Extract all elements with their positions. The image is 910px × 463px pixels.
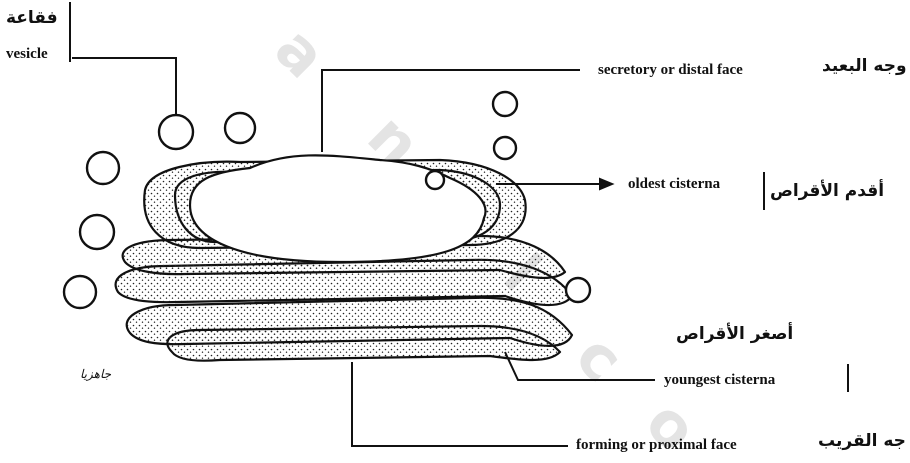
- vesicle: [159, 115, 193, 149]
- youngest-cisterna-label-arabic: أصغر الأقراص: [676, 326, 793, 343]
- proximal-face-label: forming or proximal face: [576, 438, 737, 453]
- vesicle: [87, 152, 119, 184]
- vesicle-leader: [72, 58, 176, 115]
- golgi-stack: [116, 155, 572, 360]
- vesicle: [566, 278, 590, 302]
- proximal-face-leader: [352, 362, 568, 446]
- distal-face-leader: [322, 70, 580, 152]
- vesicle: [80, 215, 114, 249]
- svg-text:c: c: [562, 321, 637, 396]
- artist-signature: جاهزيا: [80, 368, 111, 380]
- distal-face-label-arabic: وجه البعيد: [822, 58, 907, 75]
- cisterna-4: [127, 298, 572, 346]
- vesicle-label: vesicle: [6, 47, 48, 62]
- vesicle: [225, 113, 255, 143]
- vesicle: [494, 137, 516, 159]
- oldest-cisterna-arrow: [600, 179, 612, 189]
- vesicle: [64, 276, 96, 308]
- distal-face-label: secretory or distal face: [598, 63, 743, 78]
- vesicle: [426, 171, 444, 189]
- oldest-cisterna-label: oldest cisterna: [628, 177, 720, 192]
- youngest-cisterna-label: youngest cisterna: [664, 373, 775, 388]
- proximal-face-label-arabic: جه القريب: [818, 433, 906, 450]
- oldest-cisterna-label-arabic: أقدم الأقراص: [770, 183, 884, 200]
- vesicle-label-arabic: فقاعة: [6, 10, 58, 27]
- svg-text:a: a: [261, 14, 339, 92]
- vesicle: [493, 92, 517, 116]
